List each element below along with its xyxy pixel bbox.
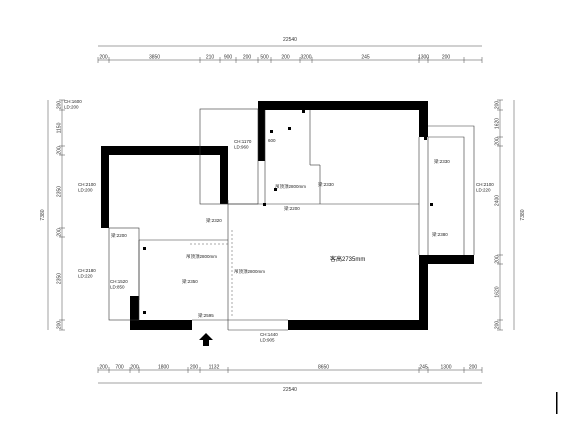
dim-bottom-segment-label: 8650 [318, 365, 329, 371]
dimension-top: 22540 200 3850 210 900 200 500 200 3200 245 1300 2… [97, 37, 483, 63]
dim-left-segment-label: 1150 [57, 122, 63, 133]
dim-top-segment-label: 200 [281, 55, 290, 61]
dim-right-segment-label: 200 [495, 321, 501, 330]
wall-left-lower [130, 296, 139, 330]
dim-bottom-segment-label: 200 [130, 365, 139, 371]
dimension-right: 7380 200 1620 200 2400 200 1620 200 [495, 99, 526, 331]
wall-top-left [101, 146, 227, 155]
beam-label-7: 梁:2380 [432, 231, 448, 238]
markers [143, 110, 433, 314]
dim-top-segment-label: 200 [243, 55, 252, 61]
dim-left-segment-label: 2350 [57, 186, 63, 197]
dim-right-segment-label: 200 [495, 255, 501, 264]
ceiling-label-3: 吊顶顶2800mm [234, 269, 265, 275]
dim-bottom-segment-label: 1132 [209, 365, 220, 371]
dim-right-segment-label: 200 [495, 137, 501, 146]
dim-top-segment-label: 3850 [149, 55, 160, 61]
beam-label-8: 梁:2595 [198, 312, 214, 319]
small-600-label: 600 [268, 138, 276, 143]
beam-label-4: 梁:2350 [182, 278, 198, 285]
dim-left-segment-label: 200 [57, 321, 63, 330]
ceiling-label-1: 吊顶顶2800mm [275, 184, 306, 190]
dim-bottom-segment-label: 200 [99, 365, 108, 371]
wall-inner-vertical [220, 146, 228, 204]
wall-left-upper [101, 146, 109, 228]
dim-top-segment-label: 200 [99, 55, 108, 61]
dimension-left: 7380 200 1150 200 2350 200 2350 200 [40, 99, 65, 331]
dim-right-segment-label: 1620 [495, 286, 501, 297]
beam-label-6: 梁:2200 [284, 205, 300, 212]
dim-left-segment-label: 2350 [57, 273, 63, 284]
room-labels: 客高2735mm 吊顶顶2800mm 吊顶顶2800mm 吊顶顶2800mm 梁… [64, 99, 494, 343]
thin-walls [108, 108, 475, 331]
dim-right-segment-label: 200 [495, 101, 501, 110]
dim-top-segment-label: 900 [224, 55, 233, 61]
dim-top-segment-label: 200 [442, 55, 451, 61]
beam-label-3: 梁:2320 [206, 217, 222, 224]
wall-bottom-right [288, 320, 428, 330]
wall-right-lower [419, 255, 428, 330]
dim-top-total: 22540 [283, 37, 297, 43]
dim-bottom-segment-label: 1300 [440, 365, 451, 371]
dim-bottom-total: 22540 [283, 387, 297, 393]
dim-top-segment-label: 210 [206, 55, 215, 61]
dim-top-segment-label: 1300 [418, 55, 429, 61]
dim-left-segment-label: 200 [57, 101, 63, 110]
beam-label-5: 梁:2200 [111, 232, 127, 239]
dim-top-segment-label: 500 [260, 55, 269, 61]
entrance-arrow-icon [199, 333, 213, 346]
dim-bottom-segment-label: 1800 [158, 365, 169, 371]
dim-bottom-segment-label: 200 [469, 365, 478, 371]
beam-label-2: 梁:2330 [434, 158, 450, 165]
dim-top-segment-label: 3200 [300, 55, 311, 61]
edge-bar [556, 392, 558, 414]
dim-bottom-segment-label: 700 [115, 365, 124, 371]
ceiling-label-2: 吊顶顶2800mm [186, 254, 217, 260]
dim-left-segment-label: 200 [57, 228, 63, 237]
dim-top-segment-label: 245 [361, 55, 370, 61]
beam-label-1: 梁:2330 [318, 181, 334, 188]
wall-top-right [258, 101, 428, 110]
living-room-label: 客高2735mm [330, 255, 365, 263]
dim-bottom-segment-label: 245 [419, 365, 428, 371]
dim-right-total: 7380 [520, 209, 526, 220]
wall-kitchen-left [258, 101, 265, 161]
wall-right-upper [419, 101, 428, 137]
dim-left-segment-label: 200 [57, 146, 63, 155]
dim-left-total: 7380 [40, 209, 46, 220]
wall-bottom-left [130, 320, 192, 330]
dim-right-segment-label: 1620 [495, 118, 501, 129]
thick-walls [101, 101, 474, 330]
dashed-lines [190, 230, 233, 318]
dimension-bottom: 22540 200 700 200 1800 200 1132 8650 245 1300 200 [97, 365, 483, 393]
wall-right-step [419, 255, 474, 264]
dim-right-segment-label: 2400 [495, 195, 501, 206]
dim-bottom-segment-label: 200 [190, 365, 199, 371]
